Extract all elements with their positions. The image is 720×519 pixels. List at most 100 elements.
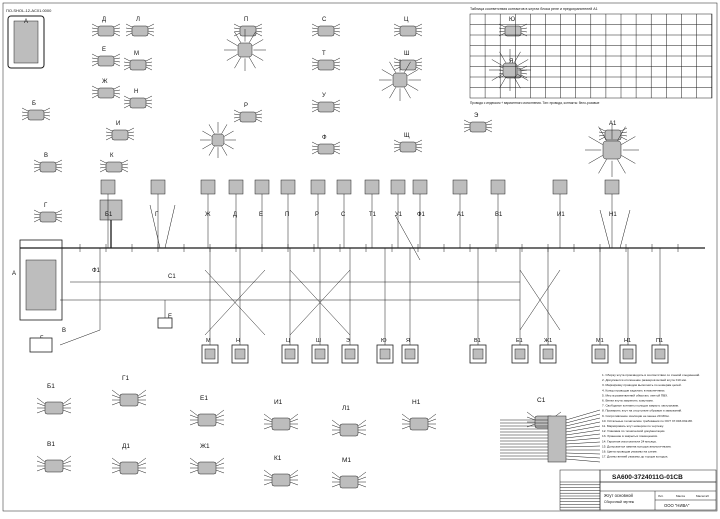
connector-view: Р xyxy=(233,103,263,123)
title-mass-label: Масса xyxy=(676,494,685,498)
harness-connector-label: П xyxy=(285,212,289,218)
note-line: 9. Сопротивление изоляции не менее 20 МО… xyxy=(602,414,670,418)
note-line: 7. Свободные контакты колодок закрыть за… xyxy=(602,404,679,408)
harness-connector-label: Н1 xyxy=(609,212,617,218)
harness-connector-top: Ж xyxy=(200,179,216,248)
connector-letter: И xyxy=(116,121,120,127)
connector-A-block xyxy=(7,15,45,69)
harness-connector-top: В1 xyxy=(490,179,506,248)
round-connector-view xyxy=(200,122,236,158)
connector-view: И xyxy=(105,121,135,141)
fuse-box-left xyxy=(19,239,63,321)
connector-view: М xyxy=(123,51,153,71)
harness-connector-top: Ф1 xyxy=(412,179,428,248)
harness-label-left: С1 xyxy=(168,274,176,280)
stamp-top-left: ПО-SHOL-12-AC01.0000 xyxy=(6,8,52,13)
harness-connector-label: С xyxy=(341,212,346,218)
harness-connector-bottom: Ц xyxy=(281,248,299,364)
connector-letter: Ж1 xyxy=(200,443,210,450)
connector-view: Л xyxy=(125,17,155,37)
connector-view: Ц xyxy=(393,17,423,37)
harness-connector-label: П1 xyxy=(656,338,663,344)
note-line: 11. Маркировать жгут номером по чертежу. xyxy=(602,424,664,428)
harness-connector-top: Д xyxy=(228,179,244,248)
harness-connector-label: Н1 xyxy=(624,338,631,344)
harness-label-left: Ф1 xyxy=(92,268,101,274)
harness-connector-label: Т1 xyxy=(369,212,377,218)
connector-letter: И1 xyxy=(274,399,283,406)
connector-view: Ш xyxy=(393,51,423,71)
note-line: 14. Гарантия изготовителя 24 месяца. xyxy=(602,439,657,443)
connector-letter: М1 xyxy=(342,457,351,464)
connector-view: У xyxy=(311,93,341,113)
connector-view: Т xyxy=(311,51,341,71)
connector-letter: Ш xyxy=(404,51,410,57)
harness-connector-label: Ц xyxy=(286,338,290,344)
harness-label-left: Е xyxy=(168,314,172,320)
note-line: 6. Ветви жгута закрепить хомутами. xyxy=(602,399,654,403)
connector-view-bottom: Н1 xyxy=(401,399,437,431)
note-line: 15. Допускается замена колодок аналогичн… xyxy=(602,444,671,448)
harness-connector-label: Ю xyxy=(381,338,387,344)
connector-view: А xyxy=(24,19,28,25)
connector-letter: Л1 xyxy=(342,405,350,412)
harness-connector-bottom: Ю xyxy=(376,248,394,364)
connector-letter: С xyxy=(322,17,327,23)
harness-connector-label: Н xyxy=(236,338,240,344)
connector-view-bottom: И1 xyxy=(263,399,299,431)
connector-letter: Ю xyxy=(509,17,515,23)
connector-letter: Б1 xyxy=(47,383,55,390)
connector-letter: Н xyxy=(134,89,138,95)
connector-letter: У xyxy=(322,93,326,99)
connector-view: П xyxy=(233,17,263,37)
connector-view: В xyxy=(33,153,63,173)
connector-letter: Д xyxy=(102,17,106,23)
connector-view: Г xyxy=(33,203,63,223)
round-connector-view xyxy=(379,59,421,101)
connector-letter: Г1 xyxy=(122,375,130,382)
note-line: 13. Хранение в закрытых помещениях. xyxy=(602,434,658,438)
connector-letter: Я xyxy=(509,59,513,65)
table-note: Провода с индексом + вариантного исполне… xyxy=(470,101,600,105)
harness-connector-label: Ф1 xyxy=(417,212,426,218)
harness-connector-top: И1 xyxy=(552,179,568,248)
harness-connector-label: Е xyxy=(259,212,263,218)
harness-connector-label: Ж1 xyxy=(544,338,552,344)
harness-connector-top: П xyxy=(280,179,296,248)
connector-letter: Е xyxy=(102,47,106,53)
harness-connector-top: Б1 xyxy=(100,179,116,248)
connector-view-bottom: М1 xyxy=(331,457,367,489)
harness-label-left: А xyxy=(12,271,16,277)
harness-connector-label: И1 xyxy=(557,212,565,218)
connector-view: С xyxy=(311,17,341,37)
harness-connector-label: В1 xyxy=(495,212,503,218)
connector-letter: А xyxy=(24,19,28,25)
connector-letter: Ж xyxy=(102,79,108,85)
harness-connector-bottom: Н xyxy=(231,248,249,364)
connector-letter: Б xyxy=(32,101,36,107)
harness-connector-label: Д xyxy=(233,212,237,218)
connector-view-bottom: В1 xyxy=(36,441,72,473)
connector-view-bottom: Ж1 xyxy=(189,443,225,475)
connector-letter: С1 xyxy=(537,397,546,404)
harness-connector-label: Ж xyxy=(205,212,211,218)
harness-connector-top: У1 xyxy=(390,179,406,248)
harness-connector-bottom: Ж1 xyxy=(539,248,557,364)
technical-notes: 1. Сборку жгута производить в соответств… xyxy=(602,373,700,459)
connector-view: Н xyxy=(123,89,153,109)
doc-title: Жгут основной xyxy=(604,493,633,498)
connector-letter: Э xyxy=(474,113,479,119)
connector-view: Э xyxy=(463,113,493,133)
harness-connector-bottom: М1 xyxy=(591,248,609,364)
harness-connector-bottom: М xyxy=(201,248,219,364)
connector-letter: Н1 xyxy=(412,399,421,406)
connector-view: Б xyxy=(21,101,51,121)
round-connector-view xyxy=(224,29,266,71)
harness-connector-top: Е xyxy=(254,179,270,248)
harness-connector-top: Т1 xyxy=(364,179,380,248)
note-line: 12. Упаковка по технической документации… xyxy=(602,429,665,433)
harness-connector-label: Ш xyxy=(316,338,321,344)
connector-letter: Р xyxy=(244,103,248,109)
note-line: 5. Места разветвлений обмотать лентой ПВ… xyxy=(602,393,668,397)
